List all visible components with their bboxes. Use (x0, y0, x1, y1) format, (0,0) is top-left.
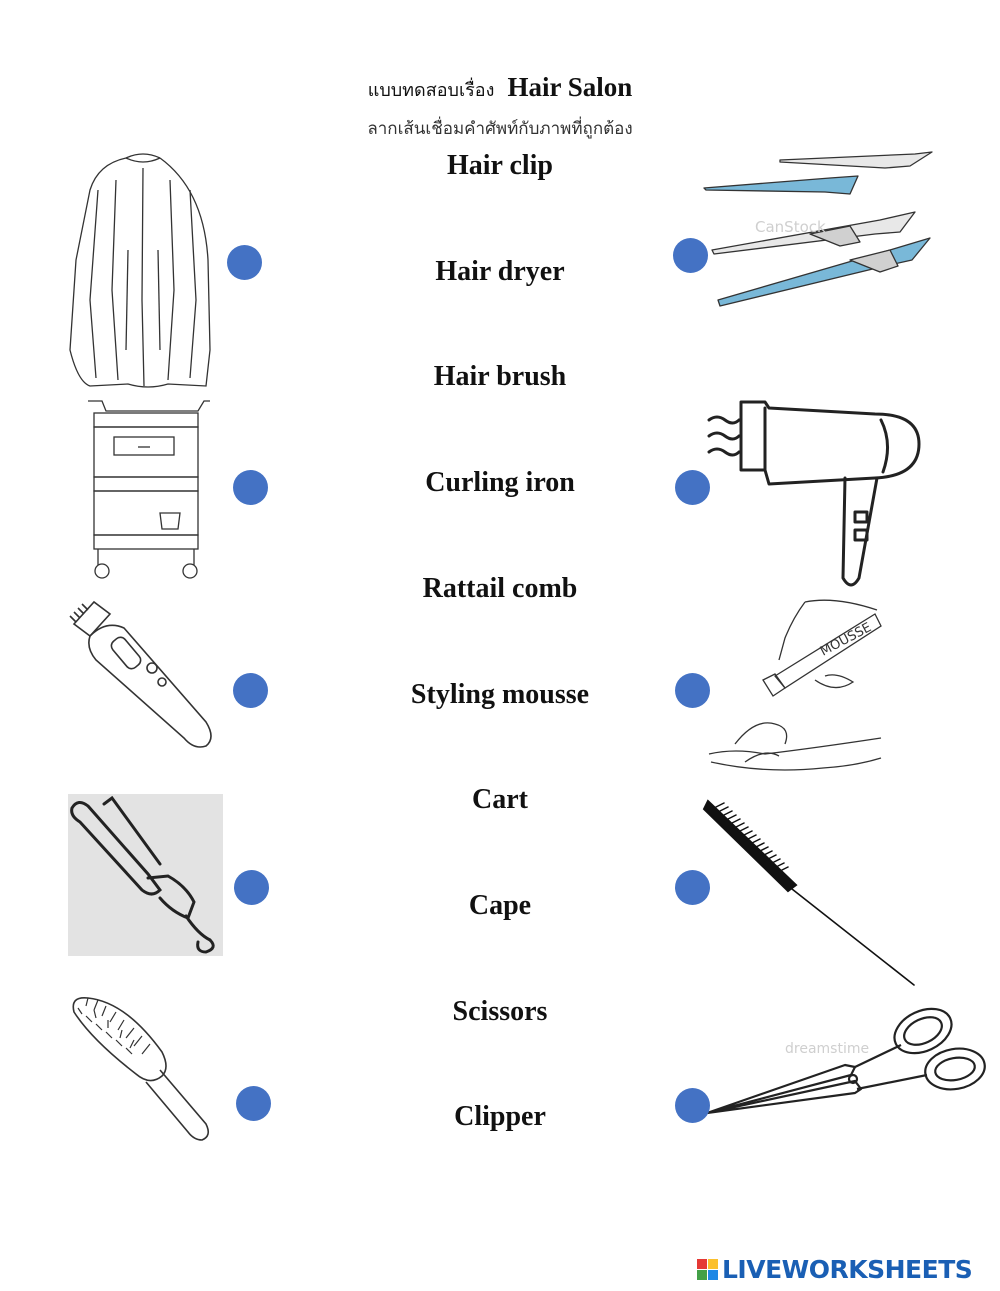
worksheet-title: แบบทดสอบเรื่อง Hair Salon (0, 72, 1000, 104)
right-dot-1[interactable] (673, 238, 708, 273)
title-english: Hair Salon (507, 72, 633, 102)
logo-text: LIVEWORKSHEETS (722, 1255, 973, 1284)
right-dot-3[interactable] (675, 673, 710, 708)
curling-iron-image (70, 795, 215, 954)
instruction: ลากเส้นเชื่อมคำศัพท์กับภาพที่ถูกต้อง (367, 119, 633, 139)
right-dot-5[interactable] (675, 1088, 710, 1123)
left-dot-1[interactable] (227, 245, 262, 280)
word-hair-brush: Hair brush (433, 361, 567, 392)
watermark-1: CanStock (755, 218, 826, 236)
word-curling-iron: Curling iron (425, 467, 575, 498)
word-hair-clip: Hair clip (446, 150, 554, 181)
right-dot-2[interactable] (675, 470, 710, 505)
word-styling-mousse: Styling mousse (410, 679, 590, 710)
word-clipper: Clipper (454, 1101, 546, 1132)
rattail-comb-image (702, 799, 915, 986)
title-thai: แบบทดสอบเรื่อง (367, 80, 495, 101)
hair-brush-image (72, 996, 210, 1141)
scissors-image: dreamstime (705, 1007, 986, 1115)
styling-mousse-image: MOUSSE (708, 599, 882, 771)
word-scissors: Scissors (452, 996, 548, 1027)
word-rattail-comb: Rattail comb (422, 573, 578, 604)
logo-mark-icon (697, 1259, 718, 1280)
hair-dryer-image (707, 400, 921, 587)
left-dot-3[interactable] (233, 673, 268, 708)
curling-iron-panel (68, 794, 223, 956)
word-hair-dryer: Hair dryer (435, 256, 565, 287)
liveworksheets-logo[interactable]: LIVEWORKSHEETS (697, 1255, 973, 1284)
word-cape: Cape (468, 890, 532, 921)
mousse-label: MOUSSE (818, 620, 874, 659)
cape-image (69, 153, 211, 388)
right-dot-4[interactable] (675, 870, 710, 905)
hair-clip-image: CanStock (703, 151, 933, 307)
watermark-2: dreamstime (785, 1041, 869, 1057)
left-dot-4[interactable] (234, 870, 269, 905)
clipper-image (69, 600, 212, 748)
left-dot-2[interactable] (233, 470, 268, 505)
word-cart: Cart (472, 784, 528, 815)
cart-image (88, 400, 210, 579)
left-dot-5[interactable] (236, 1086, 271, 1121)
